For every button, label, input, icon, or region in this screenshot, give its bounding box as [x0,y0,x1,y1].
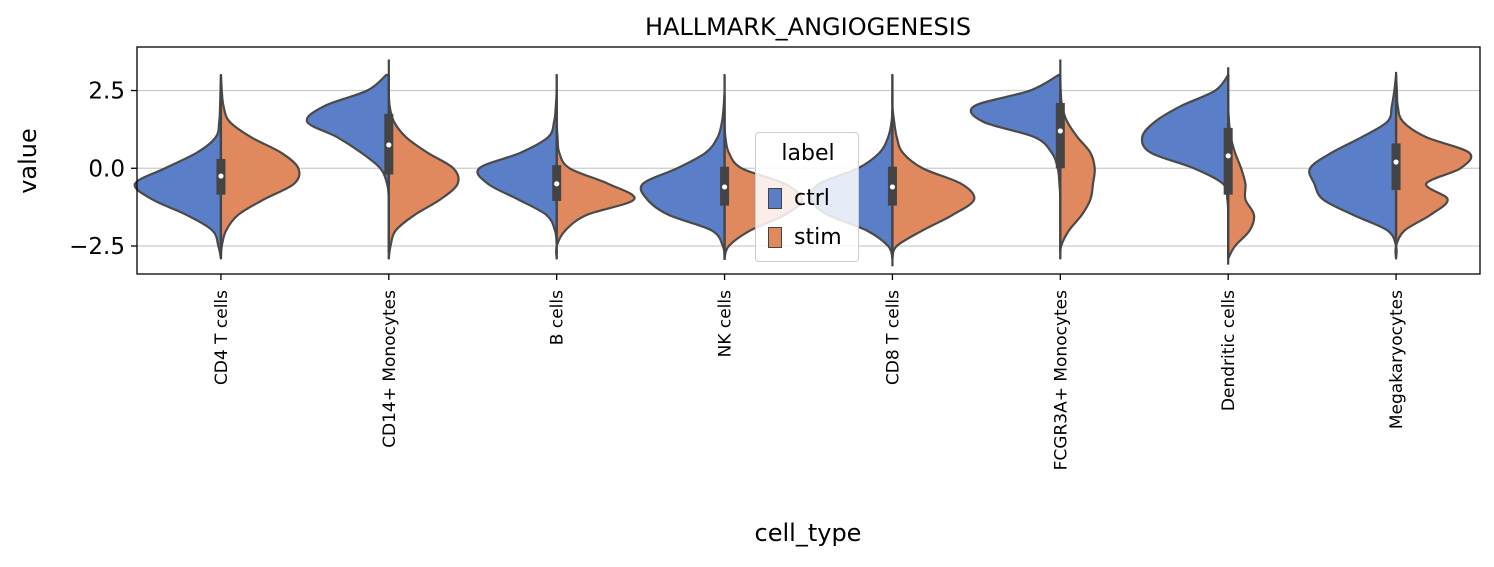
violin-group [1140,67,1256,265]
violin-half-stim [1059,73,1096,260]
legend: label ctrl stim [755,132,859,262]
violin-half-stim [554,73,636,260]
x-tick-label: CD14+ Monocytes [380,290,400,448]
box-iqr [1223,127,1233,195]
violin-half-ctrl [305,73,391,260]
legend-swatch-stim [768,226,782,248]
x-tick-label: CD4 T cells [212,290,232,385]
violin-group [305,59,460,260]
legend-swatch-ctrl [768,187,782,209]
plot-frame [136,46,1481,275]
y-tick-label: −2.5 [69,234,125,260]
violin-half-ctrl [133,73,223,260]
y-axis-label: value [14,128,42,194]
legend-label-stim: stim [794,224,842,250]
violin-half-stim [387,73,460,260]
violin-half-ctrl [476,73,558,260]
median-point [554,181,560,187]
violin-half-ctrl [969,73,1062,260]
x-tick-label: B cells [548,290,568,345]
box-iqr [1055,102,1065,169]
violin-group [133,73,301,260]
x-tick-label: Dendritic cells [1219,290,1239,411]
legend-item-ctrl: ctrl [768,185,830,211]
violin-half-stim [891,73,976,260]
x-tick-label: Megakaryocytes [1387,290,1407,429]
x-tick-label: CD8 T cells [883,290,903,385]
y-tick-label: 0.0 [88,156,125,182]
chart-title: HALLMARK_ANGIOGENESIS [645,13,971,41]
violin-half-ctrl [1308,73,1398,260]
violin-half-ctrl [1140,73,1230,260]
legend-label-ctrl: ctrl [794,185,830,211]
median-point [1225,153,1231,159]
x-tick-label: NK cells [716,290,736,358]
violin-half-stim [1394,73,1473,260]
x-axis-label: cell_type [755,519,862,547]
median-point [889,184,896,190]
y-tick-label: 2.5 [88,79,125,105]
violin-layer [133,59,1473,267]
median-point [721,184,728,190]
median-point [218,173,224,179]
median-point [1393,159,1399,165]
violin-group [969,59,1096,260]
median-point [386,142,392,148]
median-point [1057,128,1063,134]
violin-group [476,73,636,260]
box-iqr [1391,143,1401,191]
legend-title: label [781,141,835,166]
legend-item-stim: stim [768,224,842,250]
x-tick-label: FCGR3A+ Monocytes [1051,290,1071,471]
violin-half-stim [219,73,301,260]
violin-half-ctrl [639,73,726,260]
violin-group [1308,71,1473,260]
